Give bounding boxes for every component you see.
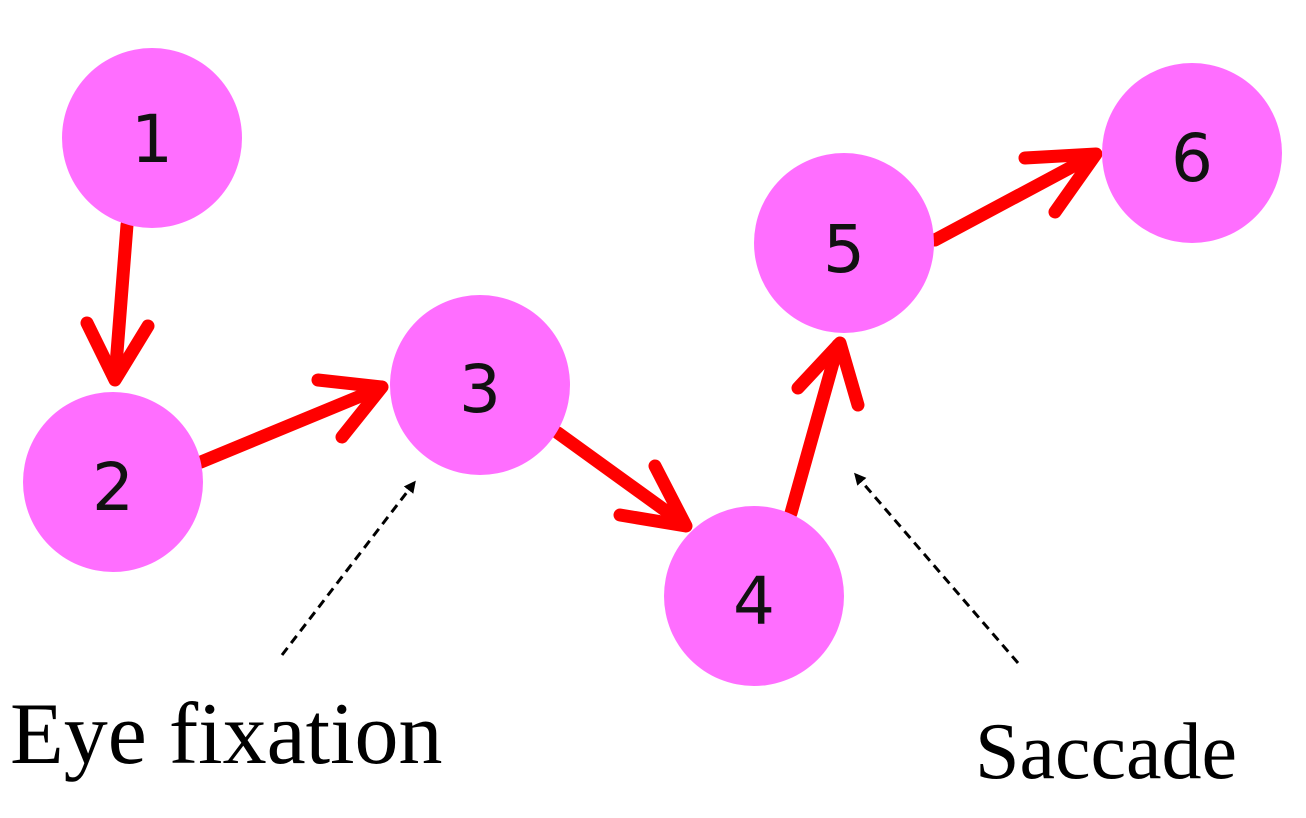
node-4: 4 — [664, 506, 844, 686]
edge-5-6 — [928, 147, 1103, 247]
node-6-label: 6 — [1171, 120, 1213, 197]
saccade-edges — [80, 147, 1103, 533]
node-2: 2 — [23, 392, 203, 572]
eye-fixation-caption: Eye fixation — [10, 686, 443, 783]
saccade-caption: Saccade — [975, 708, 1237, 796]
node-2-label: 2 — [92, 449, 134, 526]
fixation-nodes: 1 2 3 4 5 6 — [23, 48, 1282, 686]
node-1: 1 — [62, 48, 242, 228]
node-6: 6 — [1102, 63, 1282, 243]
edge-3-4 — [551, 426, 693, 533]
node-1-label: 1 — [131, 101, 173, 178]
node-3: 3 — [390, 295, 570, 475]
edge-1-2 — [80, 218, 155, 387]
edge-2-3 — [194, 373, 389, 469]
node-4-label: 4 — [733, 563, 775, 640]
node-5-label: 5 — [823, 211, 865, 288]
fixation-pointer-arrow — [280, 480, 416, 656]
node-5: 5 — [754, 153, 934, 333]
edge-4-5 — [784, 336, 865, 520]
annotation-arrows — [280, 472, 1020, 664]
saccade-pointer-arrow — [854, 472, 1020, 664]
node-3-label: 3 — [459, 351, 501, 428]
